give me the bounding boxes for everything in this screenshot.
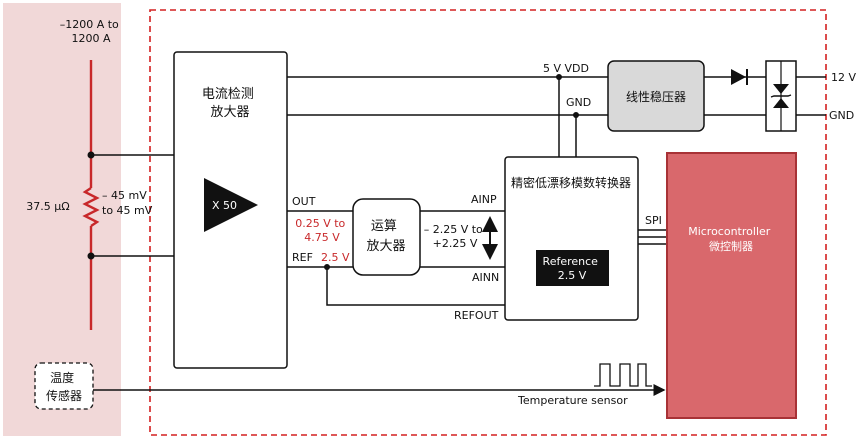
ainn-pin-label: AINN <box>472 271 499 284</box>
temperature-sensor-title: 温度 传感器 <box>46 370 82 403</box>
out-range-label: 0.25 V to 4.75 V <box>295 217 349 244</box>
gnd-junction <box>573 112 579 118</box>
pwm-waveform-icon <box>594 363 652 387</box>
linear-regulator-block <box>607 60 705 132</box>
out-pin-label: OUT <box>292 195 316 208</box>
diode-icon <box>731 69 748 85</box>
temperature-signal-label: Temperature sensor <box>517 394 628 407</box>
reference-label: Reference 2.5 V <box>543 255 602 282</box>
ref-pin-label: REF <box>292 251 313 264</box>
input-12v-label: 12 V <box>831 71 856 84</box>
op-amp-title: 运算 放大器 <box>366 219 405 254</box>
microcontroller-label: Microcontroller 微控制器 <box>688 225 774 253</box>
reference-block <box>536 250 609 286</box>
current-range-label: –1200 A to 1200 A <box>60 18 123 45</box>
sense-junction-top <box>87 151 95 159</box>
microcontroller-block <box>666 152 797 419</box>
tvs-diode-icon <box>765 60 797 132</box>
spi-label: SPI <box>645 214 662 227</box>
shunt-wiring <box>82 60 100 330</box>
gnd-bus-label: GND <box>566 96 591 109</box>
vdd-junction <box>556 74 562 80</box>
temperature-sensor-block <box>34 362 94 410</box>
input-gnd-label: GND <box>829 109 854 122</box>
sense-junction-bottom <box>87 252 95 260</box>
shunt-resistance-label: 37.5 μΩ <box>26 200 69 213</box>
power-wires <box>287 76 826 157</box>
refout-pin-label: REFOUT <box>454 309 499 322</box>
current-sense-amplifier-title: 电流检测 放大器 <box>202 87 258 120</box>
ainp-pin-label: AINP <box>471 193 497 206</box>
vdd-label: 5 V VDD <box>543 62 589 75</box>
adc-input-range-label: – 2.25 V to +2.25 V <box>424 223 487 250</box>
signal-wires <box>287 210 505 306</box>
linear-regulator-label: 线性稳压器 <box>626 89 686 104</box>
sense-wires <box>91 154 174 257</box>
op-amp-block <box>352 198 421 276</box>
shunt-voltage-label: – 45 mV to 45 mV <box>102 189 153 217</box>
adc-title: 精密低漂移模数转换器 <box>511 175 631 190</box>
gain-triangle-icon <box>204 178 258 232</box>
gain-label: X 50 <box>212 199 237 212</box>
refout-junction <box>324 264 330 270</box>
spi-bus <box>638 229 667 245</box>
ref-voltage-label: 2.5 V <box>321 251 350 264</box>
